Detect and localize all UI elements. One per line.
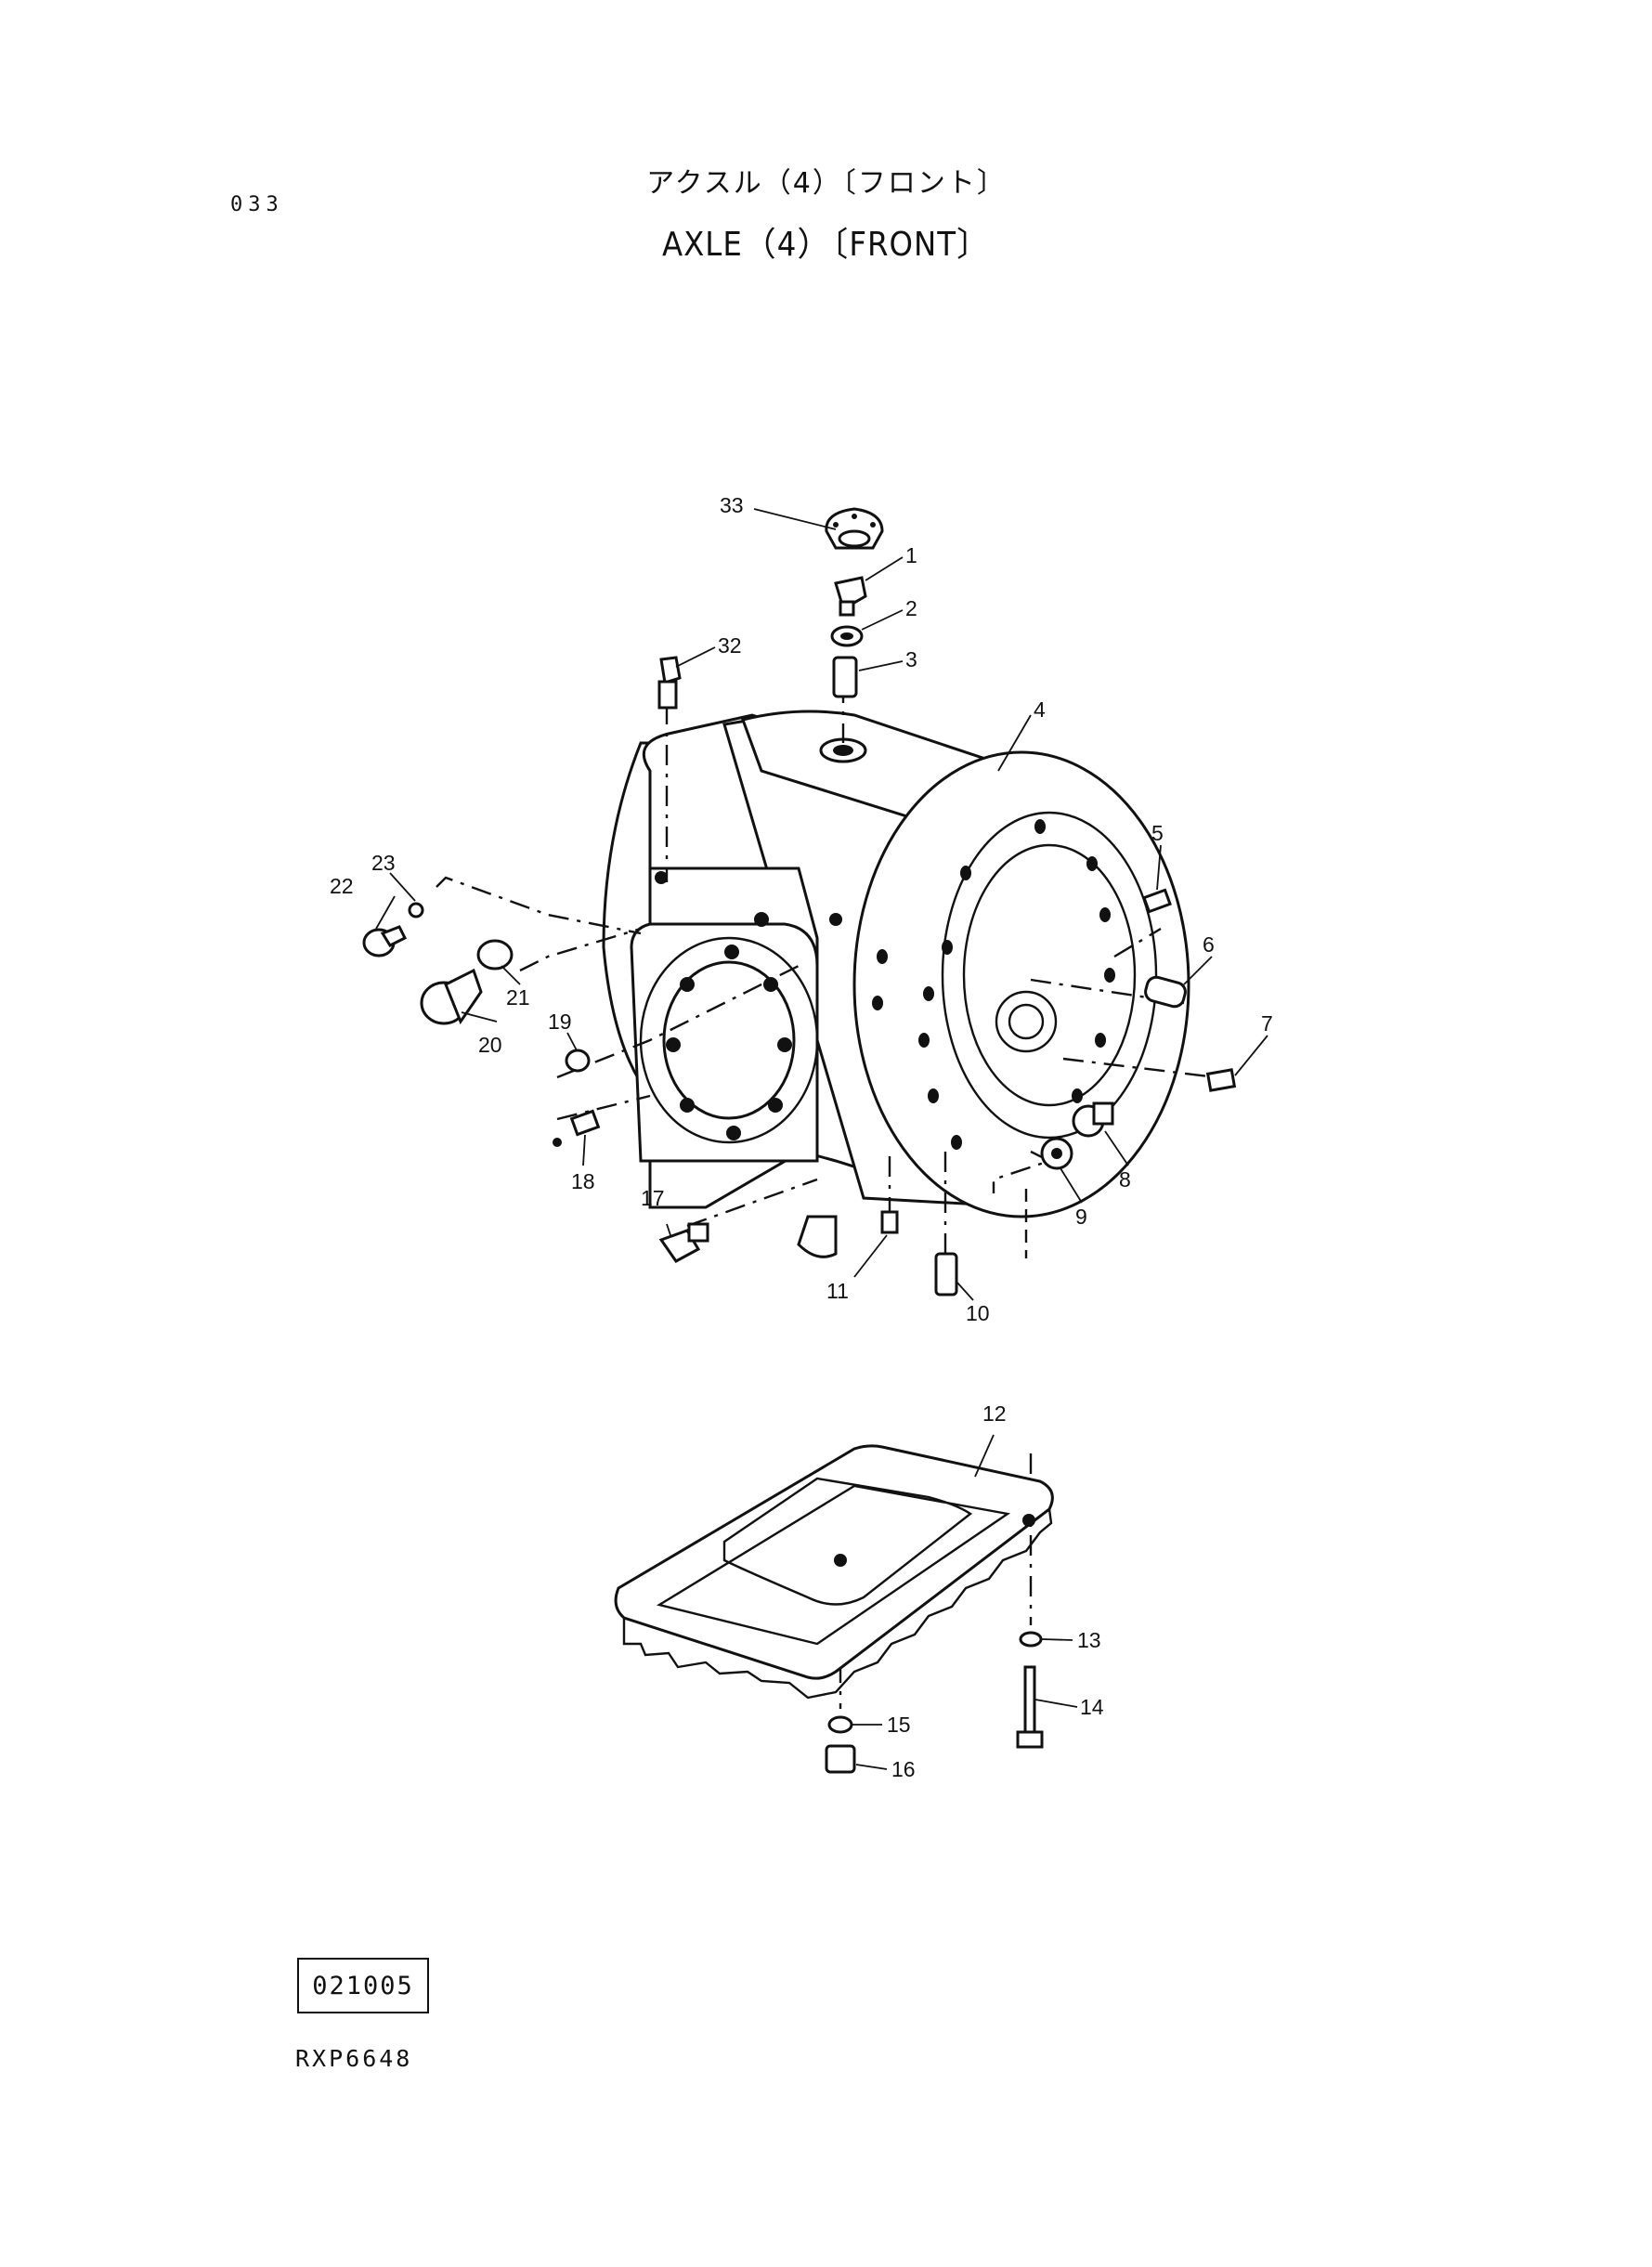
callout-18: 18 <box>571 1169 595 1193</box>
callout-2: 2 <box>905 596 917 620</box>
callout-9: 9 <box>1075 1205 1087 1229</box>
oil-pan <box>614 1444 1054 1774</box>
callout-17: 17 <box>641 1186 665 1210</box>
callout-12: 12 <box>982 1401 1007 1426</box>
callout-8: 8 <box>1119 1167 1131 1192</box>
callout-20: 20 <box>478 1033 502 1057</box>
callout-22: 22 <box>330 874 354 898</box>
callout-33: 33 <box>720 493 744 517</box>
callout-5: 5 <box>1151 821 1164 845</box>
assembly-lines <box>436 683 1217 1709</box>
callout-32: 32 <box>718 633 742 658</box>
callout-6: 6 <box>1203 932 1215 957</box>
page-code: 033 <box>230 193 284 216</box>
reference-number-box: 021005 <box>297 1958 429 2013</box>
drawing-code: RXP6648 <box>295 2045 413 2072</box>
callout-13: 13 <box>1077 1628 1101 1652</box>
callout-3: 3 <box>905 647 917 671</box>
title-japanese: アクスル（4）〔フロント〕 <box>646 167 1007 200</box>
callout-15: 15 <box>887 1713 911 1737</box>
callout-11: 11 <box>826 1279 849 1303</box>
leader-lines <box>375 508 1268 1770</box>
callout-21: 21 <box>506 985 530 1010</box>
callout-labels: 33 1 2 3 4 32 23 22 21 20 19 18 17 5 6 7… <box>330 493 1273 1781</box>
callout-4: 4 <box>1034 697 1046 722</box>
title-english: AXLE（4）〔FRONT〕 <box>661 226 992 264</box>
axle-housing <box>553 710 1190 1258</box>
callout-19: 19 <box>548 1010 572 1034</box>
title-block: アクスル（4）〔フロント〕 AXLE（4）〔FRONT〕 <box>594 160 1059 266</box>
reference-number: 021005 <box>312 1971 414 2000</box>
small-parts <box>362 507 1237 1296</box>
callout-23: 23 <box>371 851 396 875</box>
callout-10: 10 <box>966 1301 990 1325</box>
callout-7: 7 <box>1261 1011 1273 1036</box>
callout-14: 14 <box>1080 1695 1104 1719</box>
callout-16: 16 <box>891 1757 916 1781</box>
callout-1: 1 <box>905 543 917 567</box>
